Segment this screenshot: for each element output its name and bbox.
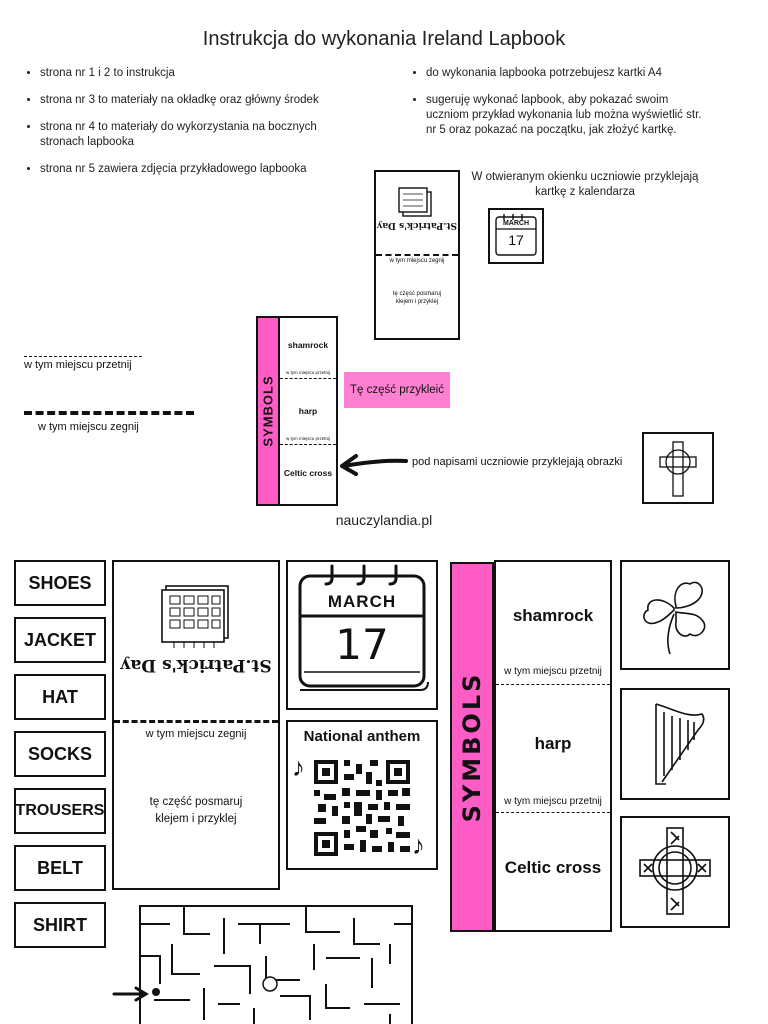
symbol-label: Celtic cross xyxy=(283,468,333,478)
symbols-bar: SYMBOLS xyxy=(256,316,280,506)
symbols-label: SYMBOLS xyxy=(458,671,486,823)
fold-line xyxy=(376,254,458,256)
symbol-label: harp xyxy=(534,734,572,753)
instruction-item: sugeruję wykonać lapbook, aby pokazać sw… xyxy=(426,93,708,138)
shamrock-card xyxy=(620,560,730,670)
fold-legend: w tym miejscu zegnij xyxy=(38,421,139,433)
clothes-label-shoes: SHOES xyxy=(14,560,106,606)
clothes-label-jacket: JACKET xyxy=(14,617,106,663)
fold-line-sample xyxy=(24,411,194,415)
cut-line xyxy=(280,378,336,379)
fold-note: w tym miejscu zegnij xyxy=(145,728,247,740)
pot-of-gold-icon xyxy=(262,976,278,992)
instruction-item: do wykonania lapbooka potrzebujesz kartk… xyxy=(426,66,708,81)
qr-code-icon xyxy=(314,760,410,856)
cut-line xyxy=(280,444,336,445)
fold-note: w tym miejscu zegnij xyxy=(389,258,445,264)
calendar-card: MARCH 17 xyxy=(286,560,438,710)
page-title: Instrukcja do wykonania Ireland Lapbook xyxy=(202,28,566,50)
instruction-item: strona nr 5 zawiera zdjęcia przykładoweg… xyxy=(40,162,362,177)
site-footer: nauczylandia.pl xyxy=(335,512,433,528)
symbol-label: shamrock xyxy=(512,606,594,625)
maze-icon xyxy=(112,905,413,1024)
calendar-icon xyxy=(161,585,229,648)
celtic-cross-icon xyxy=(639,827,711,915)
cut-legend: w tym miejscu przetnij xyxy=(24,359,132,371)
instructions-left: strona nr 1 i 2 to instrukcja strona nr … xyxy=(22,66,362,189)
calendar-month: MARCH xyxy=(502,220,530,227)
calendar-icon xyxy=(298,564,429,691)
calendar-icon xyxy=(398,187,432,217)
glue-here-label: Tę część przykleić xyxy=(344,372,450,408)
flap-cutout: St.Patrick's Day w tym miejscu zegnij tę… xyxy=(112,560,280,890)
cut-line xyxy=(496,684,610,685)
celtic-cross-small xyxy=(642,432,714,504)
instruction-item: strona nr 1 i 2 to instrukcja xyxy=(40,66,362,81)
arrow-icon xyxy=(112,986,149,1002)
window-note: W otwieranym okienku uczniowie przykleja… xyxy=(471,171,699,198)
celtic-cross-icon xyxy=(659,441,697,497)
leprechaun-icon xyxy=(152,988,160,996)
clothes-label-socks: SOCKS xyxy=(14,731,106,777)
harp-icon xyxy=(655,703,705,785)
flap-title-upside: St.Patrick's Day xyxy=(377,220,458,230)
music-note-icon: ♪ xyxy=(292,752,305,782)
calendar-day: 17 xyxy=(508,232,524,248)
harp-card xyxy=(620,688,730,800)
music-note-icon: ♪ xyxy=(412,830,425,860)
clothes-label-trousers: TROUSERS xyxy=(14,788,106,834)
symbols-flap: shamrock w tym miejscu przetnij harp w t… xyxy=(494,560,612,932)
symbol-label: shamrock xyxy=(287,340,329,350)
clothes-label-belt: BELT xyxy=(14,845,106,891)
glue-note: tę część posmaruj klejem i przyklej xyxy=(149,796,243,825)
pictures-note: pod napisami uczniowie przyklejają obraz… xyxy=(412,456,623,468)
cut-note: w tym miejscu przetnij xyxy=(285,436,330,441)
cut-note: w tym miejscu przetnij xyxy=(504,796,602,807)
symbols-flap: shamrock w tym miejscu przetnij harp w t… xyxy=(278,316,338,506)
symbols-bar: SYMBOLS xyxy=(450,562,494,932)
fold-line xyxy=(114,720,278,723)
shamrock-icon xyxy=(643,581,706,655)
flap-title-upside: St.Patrick's Day xyxy=(120,655,272,675)
cut-note: w tym miejscu przetnij xyxy=(285,370,330,375)
instruction-item: strona nr 4 to materiały do wykorzystani… xyxy=(40,120,362,150)
glue-note: tę część posmaruj klejem i przyklej xyxy=(392,291,442,305)
symbol-label: harp xyxy=(298,406,318,416)
cut-note: w tym miejscu przetnij xyxy=(504,666,602,677)
calendar-month: MARCH xyxy=(327,592,397,611)
clothes-label-shirt: SHIRT xyxy=(14,902,106,948)
calendar-icon xyxy=(495,214,537,256)
anthem-title: National anthem xyxy=(303,728,421,745)
calendar-day: 17 xyxy=(335,620,389,669)
anthem-card: National anthem ♪ ♪ xyxy=(286,720,438,870)
clothes-label-hat: HAT xyxy=(14,674,106,720)
celtic-cross-card xyxy=(620,816,730,928)
calendar-small: MARCH 17 xyxy=(488,208,544,264)
arrow-icon xyxy=(340,454,408,476)
instructions-right: do wykonania lapbooka potrzebujesz kartk… xyxy=(408,66,708,150)
flap-diagram: St.Patrick's Day w tym miejscu zegnij tę… xyxy=(374,170,460,340)
instruction-item: strona nr 3 to materiały na okładkę oraz… xyxy=(40,93,362,108)
symbol-label: Celtic cross xyxy=(504,858,602,877)
cut-line xyxy=(496,812,610,813)
symbols-label: SYMBOLS xyxy=(260,375,276,447)
cut-line-sample xyxy=(24,356,142,357)
